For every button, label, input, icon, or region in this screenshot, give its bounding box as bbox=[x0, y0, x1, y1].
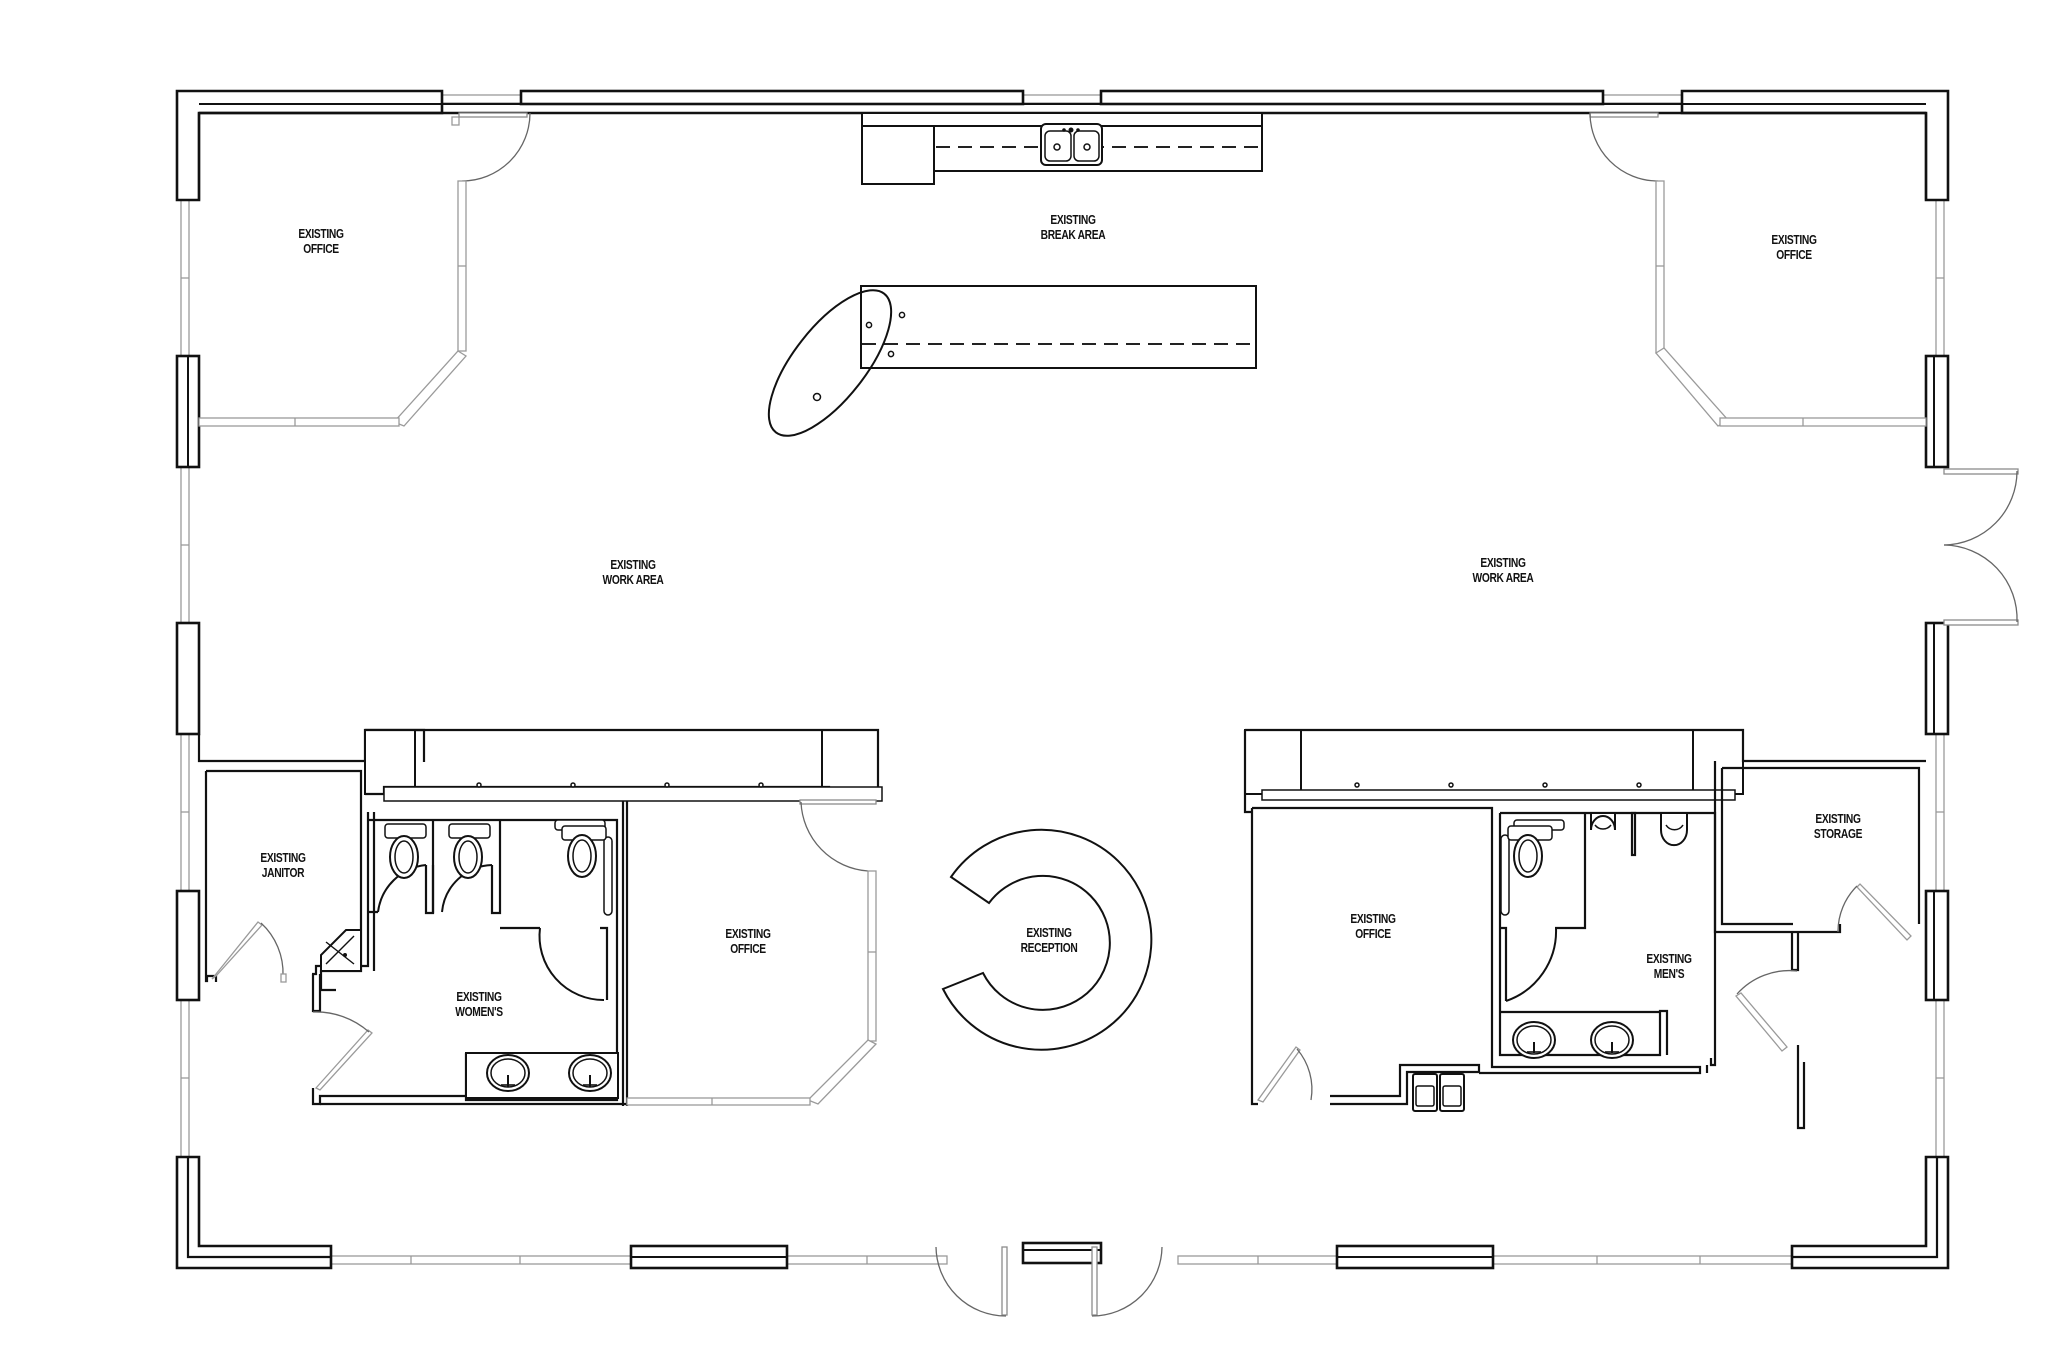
mens-entry-door[interactable] bbox=[1735, 969, 1798, 1052]
room-label-reception: EXISTING RECEPTION bbox=[1020, 926, 1078, 955]
reception-desk bbox=[941, 828, 1153, 1051]
office-nw bbox=[198, 112, 531, 427]
office-ne bbox=[1589, 112, 1927, 427]
drinking-fountain-icon bbox=[1439, 1073, 1465, 1112]
toilet-icon bbox=[448, 823, 491, 879]
lavatory-icon bbox=[1590, 1021, 1634, 1059]
room-label-office-ne: EXISTING OFFICE bbox=[1771, 233, 1817, 262]
break-island bbox=[860, 285, 1257, 369]
room-label-storage: EXISTING STORAGE bbox=[1813, 812, 1863, 841]
toilet-icon bbox=[1507, 819, 1565, 878]
office-center-west bbox=[626, 799, 878, 1106]
lavatory-icon bbox=[1512, 1021, 1556, 1059]
room-label-office-center-west: EXISTING OFFICE bbox=[725, 927, 771, 956]
exterior-windows bbox=[180, 94, 1945, 1265]
room-label-office-center-east: EXISTING OFFICE bbox=[1350, 912, 1396, 941]
urinal-icon bbox=[1590, 812, 1616, 831]
room-label-break-area: EXISTING BREAK AREA bbox=[1040, 213, 1106, 242]
room-label-work-area-west: EXISTING WORK AREA bbox=[602, 558, 664, 587]
drinking-fountain-icon bbox=[1412, 1073, 1438, 1112]
east-office-door[interactable] bbox=[1256, 1046, 1313, 1103]
room-label-womens: EXISTING WOMEN'S bbox=[455, 990, 503, 1019]
east-core-walls bbox=[1243, 728, 1926, 1130]
room-label-work-area-east: EXISTING WORK AREA bbox=[1472, 556, 1534, 585]
mop-sink-icon bbox=[320, 929, 362, 972]
exterior-walls bbox=[175, 89, 1950, 1270]
urinal-icon bbox=[1660, 812, 1688, 847]
room-label-office-nw: EXISTING OFFICE bbox=[298, 227, 344, 256]
janitor-door[interactable] bbox=[211, 921, 287, 983]
womens-entry-door[interactable] bbox=[312, 1011, 373, 1091]
west-core-walls bbox=[197, 728, 883, 1106]
lavatory-icon bbox=[486, 1054, 530, 1092]
double-sink-icon bbox=[1040, 123, 1103, 166]
room-label-janitor: EXISTING JANITOR bbox=[260, 851, 306, 880]
main-entry-double-door[interactable] bbox=[935, 1246, 1163, 1317]
room-label-mens: EXISTING MEN'S bbox=[1646, 952, 1692, 981]
toilet-icon bbox=[554, 819, 607, 878]
break-oval-table bbox=[767, 289, 906, 437]
lavatory-icon bbox=[568, 1054, 612, 1092]
storage-door[interactable] bbox=[1837, 883, 1912, 941]
side-entry-double-door[interactable] bbox=[1943, 468, 2019, 626]
toilet-icon bbox=[384, 823, 427, 879]
